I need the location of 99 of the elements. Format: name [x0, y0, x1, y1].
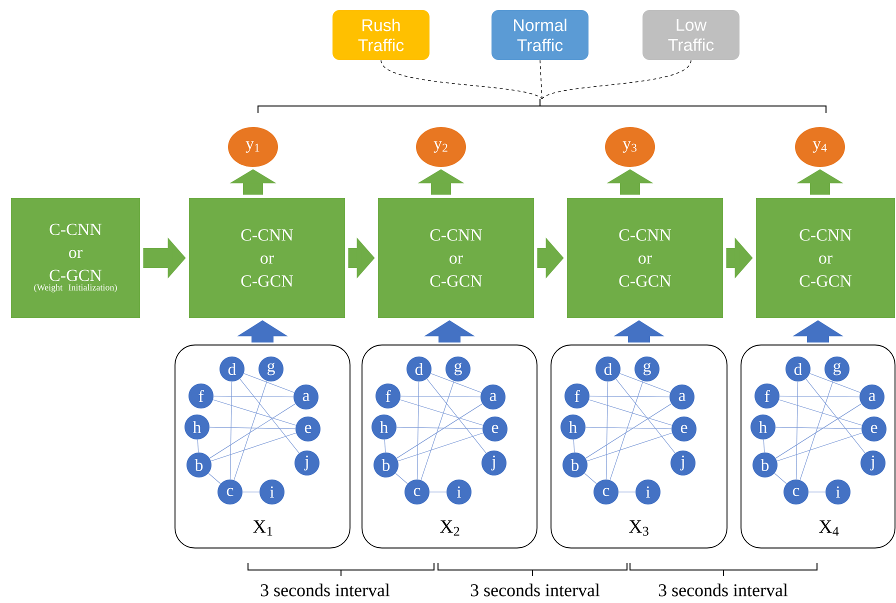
leader-line	[542, 60, 692, 100]
graph-link	[610, 380, 644, 480]
graph-link	[384, 439, 386, 453]
graph-link	[396, 404, 483, 458]
graph-link	[779, 396, 860, 398]
graph-link	[396, 426, 483, 430]
graph-vertex: f	[754, 384, 780, 408]
graph-vertex: a	[480, 384, 506, 410]
graph-link	[806, 378, 866, 454]
graph-link	[416, 381, 420, 480]
graph-link	[400, 399, 484, 426]
graph-vertex: e	[862, 416, 886, 442]
bracket	[258, 98, 826, 114]
graph-link	[400, 396, 481, 398]
graph-vertex: h	[560, 414, 586, 440]
graph-vertex: g	[824, 356, 850, 382]
category-box: Normal Traffic	[492, 10, 588, 60]
graph-vertex: j	[860, 450, 886, 476]
graph-vertex: d	[406, 356, 432, 382]
graph-vertex: b	[562, 452, 588, 478]
graph-vertex: j	[670, 450, 696, 476]
graph-vertex: e	[672, 416, 696, 442]
graph-link	[586, 432, 672, 462]
leader-line	[540, 60, 542, 100]
graph-link	[197, 439, 199, 453]
graph-vertex: h	[750, 414, 776, 440]
graph-link	[210, 432, 296, 462]
graph-link	[810, 373, 860, 393]
graph-link	[775, 426, 862, 430]
graph-link	[234, 380, 268, 480]
graph-link	[240, 378, 300, 454]
graph-vertex: i	[260, 480, 284, 504]
graph-link	[774, 473, 787, 484]
graph-vertex: c	[784, 480, 808, 504]
graph-link	[430, 373, 482, 393]
graph-link	[585, 404, 672, 458]
graph-link	[208, 473, 221, 484]
graph-link	[585, 426, 672, 430]
graph-vertex: j	[294, 450, 320, 476]
graph-link	[244, 373, 294, 393]
graph-link	[606, 381, 608, 480]
graph-vertex: e	[482, 416, 508, 442]
graph-vertex: i	[636, 480, 660, 504]
graph-vertex: d	[220, 356, 244, 382]
graph-vertex: b	[374, 452, 398, 478]
graph-link	[775, 404, 862, 458]
graph-vertex: f	[564, 384, 590, 408]
interval-label: 3 seconds interval	[470, 584, 600, 596]
graph-link	[800, 380, 834, 480]
graph-link	[588, 399, 672, 426]
leader-line	[380, 60, 542, 100]
category-box: Low Traffic	[642, 10, 740, 60]
graph-vertex: c	[594, 480, 618, 504]
graph-link	[213, 396, 294, 398]
graph-link	[616, 378, 676, 454]
interval-label: 3 seconds interval	[260, 584, 390, 596]
graph-link	[776, 432, 862, 462]
graph-vertex: d	[596, 356, 620, 382]
graph-link	[420, 380, 454, 480]
graph-vertex: c	[218, 480, 242, 504]
interval-label: 3 seconds interval	[658, 584, 788, 596]
graph-vertex: a	[860, 384, 884, 410]
model-box: C-CNN or C-GCN (Weight Initialization)	[11, 198, 140, 318]
graph-link	[778, 399, 862, 426]
graph-link	[395, 473, 408, 484]
graph-link	[763, 439, 765, 453]
graph-link	[620, 373, 670, 393]
graph-vertex: i	[446, 480, 472, 504]
graph-vertex: j	[482, 450, 506, 476]
graph-vertex: h	[372, 414, 396, 440]
graph-vertex: e	[296, 416, 320, 442]
graph-vertex: i	[826, 480, 850, 504]
graph-vertex: f	[188, 384, 214, 408]
graph-vertex: d	[786, 356, 810, 382]
graph-vertex: a	[294, 384, 318, 410]
graph-link	[209, 426, 296, 430]
model-box: C-CNN or C-GCN	[378, 198, 534, 318]
model-box: C-CNN or C-GCN	[189, 198, 345, 318]
graph-link	[230, 381, 232, 480]
graph-vertex: a	[670, 384, 694, 410]
graph-vertex: g	[634, 356, 660, 382]
category-box: Rush Traffic	[332, 10, 430, 60]
model-box: C-CNN or C-GCN	[567, 198, 723, 318]
graph-link	[209, 404, 296, 458]
model-box: C-CNN or C-GCN	[756, 198, 895, 318]
graph-vertex: b	[186, 452, 212, 478]
graph-vertex: f	[376, 384, 400, 408]
graph-link	[212, 399, 296, 426]
graph-link	[796, 381, 798, 480]
graph-vertex: c	[404, 480, 430, 504]
graph-vertex: g	[446, 356, 470, 382]
graph-link	[589, 396, 670, 398]
graph-link	[584, 473, 597, 484]
graph-vertex: g	[258, 356, 284, 382]
graph-vertex: h	[184, 414, 210, 440]
graph-link	[426, 378, 486, 454]
graph-link	[573, 439, 575, 453]
graph-link	[398, 432, 484, 462]
graph-vertex: b	[752, 452, 778, 478]
